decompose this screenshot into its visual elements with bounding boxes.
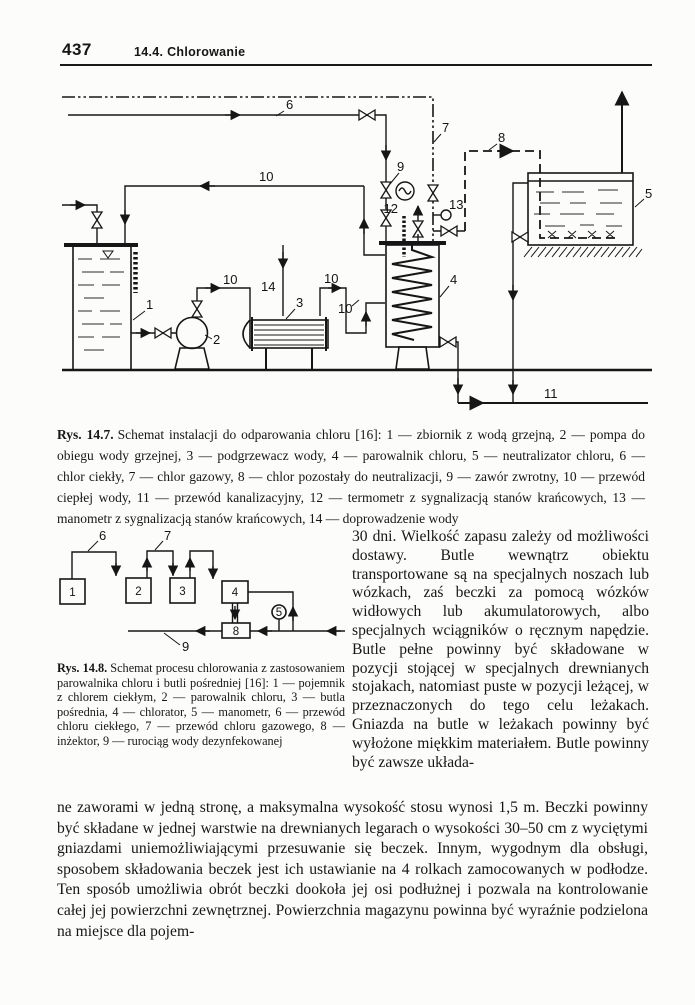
figure2-caption: Rys. 14.8.Schemat procesu chlorowania z … [57, 661, 345, 748]
diffuser-icons [547, 230, 615, 239]
figure1-caption-label: Rys. 14.7. [57, 427, 114, 442]
tank-inlet-pipe [62, 199, 103, 243]
valve-icon [439, 336, 457, 348]
valve-icon [427, 184, 439, 202]
figure-14-8-diagram: 6 7 1 2 3 4 8 [59, 528, 345, 654]
header-rule [60, 64, 652, 66]
diagram-label: 1 [146, 297, 153, 312]
diagram-label: 5 [645, 186, 652, 201]
diagram-label: 5 [276, 607, 282, 619]
gas-chlorine-pipe: 7 [141, 528, 219, 580]
diagram-label: 6 [99, 528, 106, 543]
manometer: 13 [433, 197, 463, 221]
chlorinator-feed-pipe [248, 591, 299, 631]
valve-icon [358, 109, 376, 121]
diagram-label: 9 [397, 159, 404, 174]
manometer-circle: 5 [271, 604, 287, 631]
neutralization-line: 8 [433, 130, 616, 239]
figure2-caption-text: Schemat procesu chlorowania z zastosowan… [57, 661, 345, 748]
evaporator-box [125, 577, 152, 604]
valve-icon [154, 327, 172, 339]
valve-icon [511, 231, 529, 243]
figure1-caption-text: Schemat instalacji do odparowania chloru… [57, 427, 646, 526]
valve-icon [191, 300, 203, 318]
diagram-label: 10 [223, 272, 237, 287]
check-valve: 9 [380, 159, 415, 201]
diagram-label: 7 [164, 528, 171, 543]
liquid-chlorine-pipe: 6 [71, 528, 122, 579]
diagram-label: 3 [179, 586, 185, 598]
diagram-label: 1 [69, 587, 75, 599]
diagram-label: 13 [449, 197, 463, 212]
chlorine-evaporator: 4 [379, 241, 457, 370]
water-heater: 3 [242, 295, 329, 369]
diagram-label: 11 [544, 386, 558, 401]
valve-icon [440, 225, 458, 237]
injector-pipe [229, 603, 241, 623]
water-supply-arrow: 14 [261, 245, 289, 316]
heating-water-tank: 1 [64, 243, 153, 369]
diagram-label: 10 [338, 301, 352, 316]
diagram-label: 14 [261, 279, 275, 294]
figure2-caption-label: Rys. 14.8. [57, 661, 108, 675]
warm-water-line: 10 [119, 169, 385, 256]
chlorine-neutralizer: 5 [507, 90, 652, 403]
valve-icon [380, 181, 392, 199]
diagram-label: 2 [213, 332, 220, 347]
section-title: 14.4. Chlorowanie [134, 45, 246, 59]
diagram-label: 10 [259, 169, 273, 184]
chlorine-container-box [59, 578, 86, 605]
figure1-caption: Rys. 14.7.Schemat instalacji do odparowa… [57, 424, 645, 529]
intermediate-cylinder-box [169, 577, 196, 604]
diagram-label: 8 [498, 130, 505, 145]
diagram-label: 4 [450, 272, 457, 287]
diagram-label: 7 [442, 120, 449, 135]
diagram-label: 8 [233, 626, 239, 638]
sewer-line: 11 [439, 336, 648, 411]
diagram-label: 10 [324, 271, 338, 286]
diagram-label: 4 [232, 587, 239, 599]
diagram-label: 9 [182, 639, 189, 654]
diagram-label: 12 [384, 201, 398, 216]
diagram-label: 3 [296, 295, 303, 310]
thermometer: 12 [384, 201, 424, 257]
figure-14-7-diagram: 7 13 6 9 [62, 90, 652, 411]
diagram-label: 6 [286, 97, 293, 112]
diagram-label: 2 [135, 586, 141, 598]
body-column-text: 30 dni. Wielkość zapasu zależy od możliw… [352, 528, 649, 771]
circulation-pump: 2 10 [131, 272, 251, 370]
ground-hatch [523, 246, 643, 258]
page-number: 437 [62, 40, 92, 59]
disinfected-water-pipeline: 9 [128, 625, 345, 654]
body-bottom-text: ne zaworami w jedną stronę, a maksymalna… [57, 799, 648, 940]
valve-icon [91, 211, 103, 229]
warm-water-line-evaporator: 10 10 [319, 271, 385, 334]
liquid-chlorine-line: 6 [68, 97, 392, 243]
gas-chlorine-line: 7 [62, 96, 449, 243]
